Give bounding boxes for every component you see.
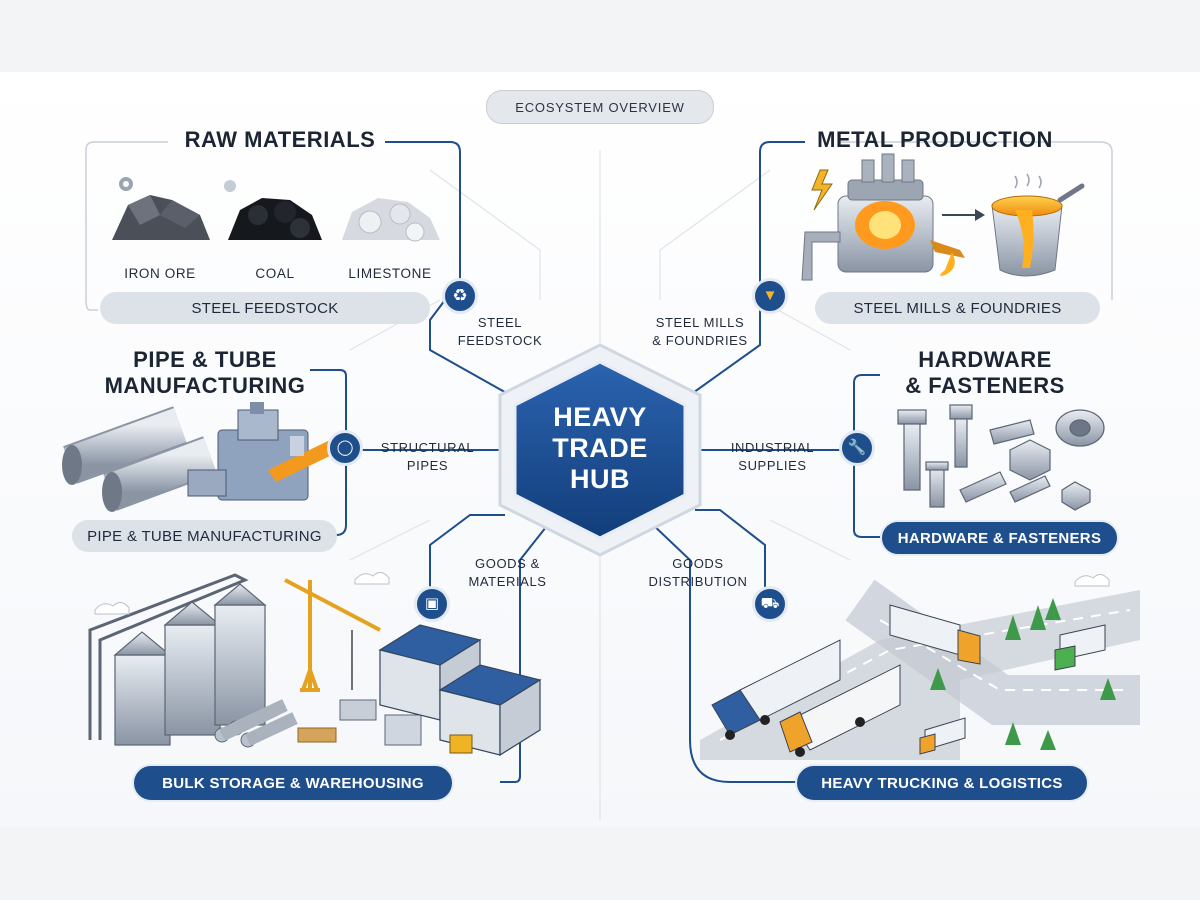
connector-steel-mills-line2: & FOUNDRIES — [652, 333, 748, 348]
coal-label: COAL — [255, 266, 295, 281]
connector-goods-materials: GOODS & MATERIALS — [455, 555, 560, 591]
truck-icon: ⛟ — [752, 586, 788, 622]
hardware-pill: HARDWARE & FASTENERS — [880, 520, 1119, 556]
connector-industrial-supplies-line2: SUPPLIES — [738, 458, 807, 473]
logistics-illustration — [700, 574, 1140, 760]
box-icon: ▣ — [414, 586, 450, 622]
wrench-icon: 🔧 — [839, 430, 875, 466]
connector-industrial-supplies-line1: INDUSTRIAL — [730, 440, 815, 455]
metal-production-title: METAL PRODUCTION — [817, 127, 1053, 152]
steel-feedstock-pill: STEEL FEEDSTOCK — [100, 292, 430, 324]
hub-title: HEAVY TRADE HUB — [535, 402, 665, 495]
storage-pill: BULK STORAGE & WAREHOUSING — [132, 764, 454, 802]
hub-title-line2: TRADE — [552, 433, 648, 463]
hub-hexagon — [498, 343, 702, 557]
connector-goods-distribution-line1: GOODS — [672, 556, 724, 571]
connector-structural-pipes: STRUCTURAL PIPES — [370, 439, 485, 475]
connector-structural-pipes-line2: PIPES — [406, 458, 449, 473]
storage-illustration — [88, 572, 542, 757]
connector-steel-mills: STEEL MILLS & FOUNDRIES — [640, 314, 760, 350]
connector-steel-feedstock-line2: FEEDSTOCK — [457, 333, 543, 348]
metal-production-illustration — [801, 141, 1113, 300]
connector-structural-pipes-line1: STRUCTURAL — [380, 440, 475, 455]
connector-industrial-supplies: INDUSTRIAL SUPPLIES — [715, 439, 830, 475]
connector-steel-feedstock-line1: STEEL — [477, 315, 523, 330]
connector-lines — [310, 141, 880, 783]
hardware-title-line2: & FASTENERS — [905, 373, 1065, 398]
pipe-icon: ◯ — [327, 430, 363, 466]
logistics-pill: HEAVY TRUCKING & LOGISTICS — [795, 764, 1089, 802]
pipe-tube-title-line2: MANUFACTURING — [104, 373, 306, 398]
pipe-tube-illustration — [62, 402, 338, 512]
connector-goods-materials-line1: GOODS & — [475, 556, 540, 571]
raw-materials-frame — [85, 141, 440, 311]
connector-steel-feedstock: STEEL FEEDSTOCK — [445, 314, 555, 350]
limestone-label: LIMESTONE — [348, 266, 432, 281]
connector-goods-distribution-line2: DISTRIBUTION — [648, 574, 748, 589]
hub-title-line3: HUB — [570, 464, 630, 494]
hub-title-line1: HEAVY — [553, 402, 647, 432]
recycle-icon: ♻ — [442, 278, 478, 314]
pipe-tube-title-line1: PIPE & TUBE — [133, 347, 277, 372]
connector-goods-materials-line2: MATERIALS — [468, 574, 547, 589]
connector-steel-mills-line1: STEEL MILLS — [655, 315, 745, 330]
steel-mills-pill: STEEL MILLS & FOUNDRIES — [815, 292, 1100, 324]
pipe-tube-pill: PIPE & TUBE MANUFACTURING — [72, 520, 337, 552]
connector-goods-distribution: GOODS DISTRIBUTION — [638, 555, 758, 591]
hardware-title-line1: HARDWARE — [918, 347, 1052, 372]
raw-materials-title: RAW MATERIALS — [184, 127, 376, 152]
hardware-illustration — [897, 404, 1105, 511]
ladle-icon: ▼ — [752, 278, 788, 314]
ecosystem-overview-pill: ECOSYSTEM OVERVIEW — [486, 90, 714, 124]
iron-ore-label: IRON ORE — [124, 266, 196, 281]
